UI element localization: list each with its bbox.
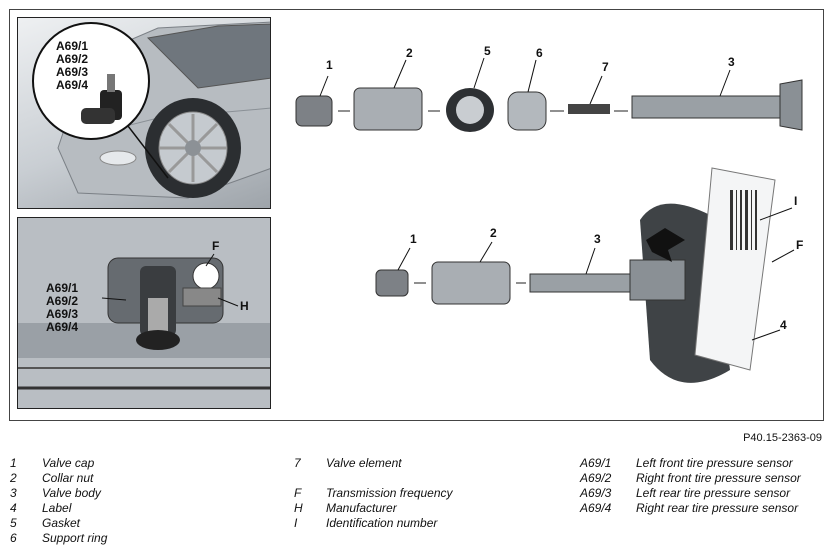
sensor-code: A69/4 [46,320,79,334]
legend-row: F Transmission frequency [294,486,453,501]
callout-3-top: 3 [728,55,735,69]
legend-key: 2 [10,471,17,485]
legend-row: 7 Valve element [294,456,453,471]
legend-row: 2 Collar nut [10,471,107,486]
legend-text: Manufacturer [326,501,397,515]
legend-text: Identification number [326,516,438,530]
sensor-closeup-panel: A69/1 A69/2 A69/3 A69/4 F H [17,217,271,409]
legend-text: Left front tire pressure sensor [636,456,793,470]
legend-key: F [294,486,302,500]
sensor-code: A69/2 [56,52,89,66]
sensor-code: A69/2 [46,294,79,308]
legend-text: Label [42,501,72,515]
callout-lines [319,57,795,341]
callout-f-bottom: F [796,238,804,252]
legend-row: 1 Valve cap [10,456,107,471]
legend-row: 5 Gasket [10,516,107,531]
legend-row: A69/1 Left front tire pressure sensor [580,456,801,471]
sensor-callout-lines [101,253,239,307]
legend-row: 3 Valve body [10,486,107,501]
vehicle-overview-panel: A69/1 A69/2 A69/3 A69/4 [17,17,271,209]
legend-key: 6 [10,531,17,545]
callout-5-top: 5 [484,44,491,58]
legend-text: Valve cap [42,456,95,470]
sensor-closeup-illustration [18,257,270,390]
figure-id: P40.15-2363-09 [743,432,822,444]
legend-column-2: 7 Valve element F Transmission frequency H… [294,456,453,531]
callout-i-bottom: I [794,194,798,208]
legend-key: I [294,516,298,530]
vehicle-illustration [32,21,270,199]
legend-text: Collar nut [42,471,94,485]
legend-key: A69/3 [580,486,612,500]
legend-row: 4 Label [10,501,107,516]
legend-text: Support ring [42,531,108,545]
callout-3-bottom: 3 [594,232,601,246]
legend-key: A69/1 [580,456,612,470]
legend-row: A69/2 Right front tire pressure sensor [580,471,801,486]
legend-key: 7 [294,456,301,470]
legend-column-3: A69/1 Left front tire pressure sensor A69… [580,456,801,516]
sensor-code: A69/1 [56,39,89,53]
top-row-parts [295,79,803,132]
callout-6-top: 6 [536,46,543,60]
callout-2-top: 2 [406,46,413,60]
legend-key: 4 [10,501,17,515]
legend-key: A69/4 [580,501,612,515]
legend-key: 3 [10,486,17,500]
callout-4-bottom: 4 [780,318,787,332]
callout-h: H [240,299,249,313]
legend-row: A69/4 Right rear tire pressure sensor [580,501,801,516]
callout-1-top: 1 [326,58,333,72]
legend-key: 5 [10,516,17,530]
legend-text: Gasket [42,516,81,530]
legend-row: A69/3 Left rear tire pressure sensor [580,486,801,501]
bottom-row-parts [375,167,776,383]
legend-text: Valve element [326,456,402,470]
legend-key: A69/2 [580,471,612,485]
legend-text: Left rear tire pressure sensor [636,486,791,500]
legend-key: 1 [10,456,17,470]
callout-7-top: 7 [602,60,609,74]
legend-column-1: 1 Valve cap 2 Collar nut 3 Valve body 4 Labe… [10,456,107,546]
sensor-code: A69/4 [56,78,89,92]
legend-text: Right front tire pressure sensor [636,471,801,485]
legend-row: 6 Support ring [10,531,107,546]
callout-2-bottom: 2 [490,226,497,240]
legend-text: Valve body [42,486,101,500]
callout-1-bottom: 1 [410,232,417,246]
legend-key: H [294,501,303,515]
exploded-assembly-diagram [295,57,803,383]
legend-text: Transmission frequency [326,486,453,500]
legend-text: Right rear tire pressure sensor [636,501,799,515]
sensor-code: A69/1 [46,281,79,295]
legend-row: I Identification number [294,516,453,531]
legend-row: H Manufacturer [294,501,453,516]
legend-key [294,471,326,486]
sensor-codes-closeup: A69/1 A69/2 A69/3 A69/4 [46,282,78,334]
sensor-code: A69/3 [46,307,79,321]
callout-f: F [212,239,220,253]
sensor-codes-car: A69/1 A69/2 A69/3 A69/4 [56,40,88,92]
legend-row-spacer [294,471,453,486]
sensor-code: A69/3 [56,65,89,79]
